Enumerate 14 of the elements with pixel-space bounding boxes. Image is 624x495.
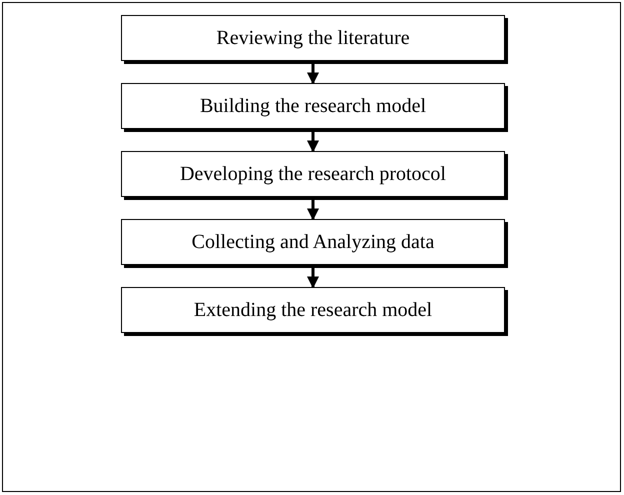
arrow [307,132,319,152]
arrow [307,268,319,288]
step-label: Extending the research model [194,298,432,322]
arrow [307,200,319,220]
process-box [121,151,505,197]
step-label: Developing the research protocol [180,162,446,186]
process-box [121,219,505,265]
process-box [121,287,505,333]
process-box [121,83,505,129]
arrow [307,64,319,84]
step-label: Reviewing the literature [216,26,410,50]
process-box [121,15,505,61]
step-label: Collecting and Analyzing data [192,230,434,254]
step-label: Building the research model [200,94,426,118]
